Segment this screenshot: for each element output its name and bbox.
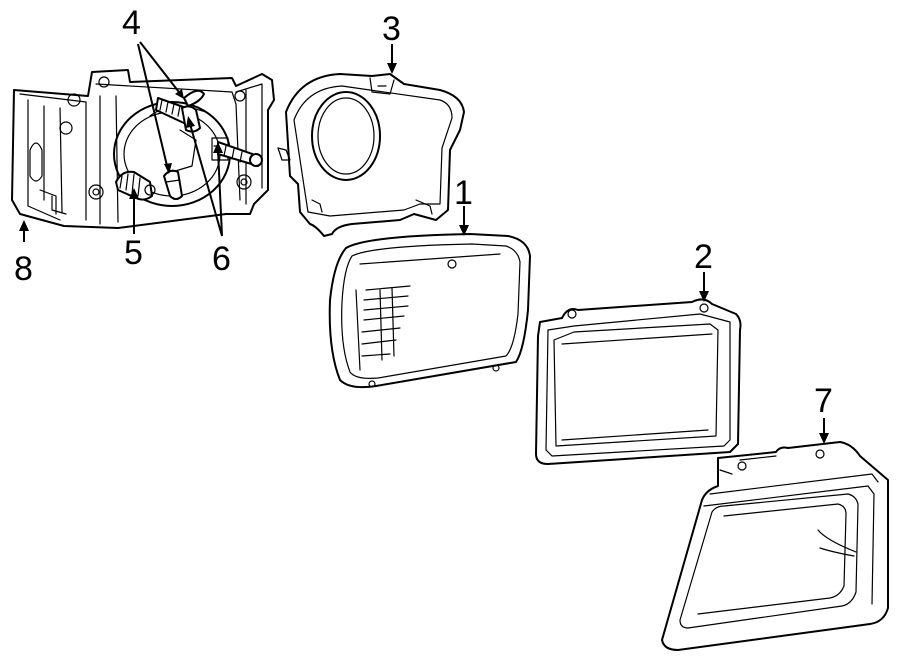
headlamp-retaining-ring (535, 298, 742, 465)
sealed-beam-headlamp (328, 233, 531, 389)
headlamp-door (661, 441, 889, 651)
callout-2: 2 (694, 238, 713, 276)
leader-lines (19, 41, 829, 444)
callout-labels: 1 2 3 4 5 6 7 8 (14, 4, 833, 420)
callout-7: 7 (814, 382, 833, 420)
callout-3: 3 (382, 10, 401, 48)
screw-right (217, 141, 263, 167)
callout-1: 1 (454, 174, 473, 212)
callout-6: 6 (212, 240, 231, 278)
callout-4: 4 (122, 4, 141, 42)
callout-8: 8 (14, 250, 33, 288)
callout-5: 5 (124, 234, 143, 272)
headlamp-mounting-ring (277, 73, 465, 237)
